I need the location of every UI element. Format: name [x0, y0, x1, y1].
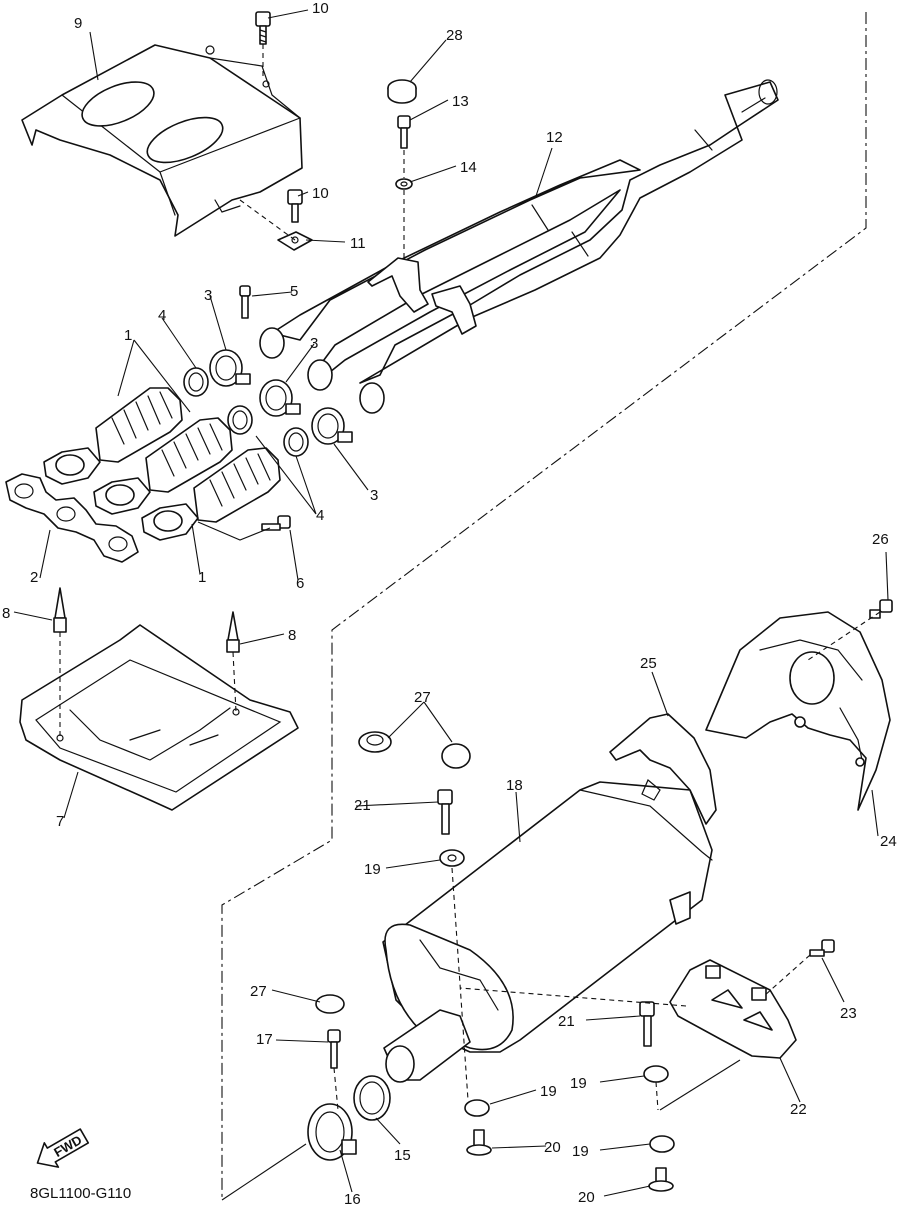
clamp-3c	[311, 407, 353, 445]
callout-11: 11	[350, 235, 366, 252]
callout-10-mid: 10	[312, 185, 329, 202]
callout-20-right: 20	[578, 1189, 595, 1206]
callout-24: 24	[880, 833, 897, 850]
callout-6: 6	[296, 575, 304, 592]
bolt-21-lower	[639, 1001, 655, 1047]
washer-19-a	[439, 849, 465, 867]
callout-12: 12	[546, 129, 563, 146]
washer-19-d	[649, 1135, 675, 1153]
callout-5: 5	[290, 283, 298, 300]
grommet-27	[358, 731, 392, 753]
bolt-23	[809, 939, 835, 957]
muffler-18	[382, 781, 713, 1083]
bolt-10-upper	[255, 11, 271, 45]
stud-20-right	[648, 1167, 674, 1192]
stud-20-left	[466, 1129, 492, 1156]
flex-joint-1-top	[43, 387, 183, 485]
callout-19-right: 19	[572, 1143, 589, 1160]
bolt-6	[261, 515, 291, 531]
callout-3-top: 3	[204, 287, 212, 304]
callout-1-top: 1	[124, 327, 132, 344]
gasket-ring-4b	[227, 405, 253, 435]
washer-19-b	[464, 1099, 490, 1117]
callout-4-bottom: 4	[316, 507, 324, 524]
bolt-13	[397, 115, 411, 149]
callout-14: 14	[460, 159, 477, 176]
clip-nut-11	[277, 231, 313, 251]
bolt-10-lower	[287, 189, 303, 223]
callout-19-upper: 19	[364, 861, 381, 878]
bolt-5	[239, 285, 251, 319]
callout-8-right: 8	[288, 627, 296, 644]
callout-9: 9	[74, 15, 82, 32]
callout-21-lower: 21	[558, 1013, 575, 1030]
clamp-3b	[259, 379, 301, 417]
callout-18: 18	[506, 777, 523, 794]
cap-27-lower	[315, 994, 345, 1014]
callout-21-upper: 21	[354, 797, 371, 814]
cap-28	[387, 79, 417, 104]
callout-8-left: 8	[2, 605, 10, 622]
clamp-16	[307, 1103, 357, 1161]
gasket-15	[353, 1075, 391, 1121]
callout-20-left: 20	[544, 1139, 561, 1156]
callout-27-lower: 27	[250, 983, 267, 1000]
flex-joint-1-middle	[93, 417, 233, 515]
exhaust-pipe-12	[259, 79, 779, 414]
callout-19-lower: 19	[540, 1083, 557, 1100]
callout-26: 26	[872, 531, 889, 548]
clamp-3a	[209, 349, 251, 387]
callout-3-mid: 3	[310, 335, 318, 352]
callout-28: 28	[446, 27, 463, 44]
rivet-8-left	[53, 587, 67, 633]
callout-4-top: 4	[158, 307, 166, 324]
washer-14	[395, 178, 413, 190]
callout-27-upper: 27	[414, 689, 431, 706]
callout-13: 13	[452, 93, 469, 110]
bolt-26	[869, 599, 893, 619]
flex-joint-1-bottom	[141, 447, 281, 541]
muffler-band-25	[609, 713, 717, 825]
callout-1-bottom: 1	[198, 569, 206, 586]
callout-15: 15	[394, 1147, 411, 1164]
callout-16: 16	[344, 1191, 361, 1206]
group-boundary-lines	[221, 12, 867, 1200]
fwd-arrow: FWD	[36, 1128, 90, 1168]
callout-23: 23	[840, 1005, 857, 1022]
callout-19-mid: 19	[570, 1075, 587, 1092]
gasket-ring-4a	[183, 367, 209, 397]
tail-cover-24	[705, 611, 891, 811]
callout-7: 7	[56, 813, 64, 830]
heat-shield-upper	[21, 44, 303, 237]
bolt-17	[327, 1029, 341, 1069]
gasket-2	[5, 473, 139, 563]
callout-22: 22	[790, 1101, 807, 1118]
callout-3-right: 3	[370, 487, 378, 504]
muffler-bracket-22	[669, 959, 797, 1059]
callout-17: 17	[256, 1031, 273, 1048]
callout-25: 25	[640, 655, 657, 672]
callout-2: 2	[30, 569, 38, 586]
diagram-code: 8GL1100-G110	[30, 1185, 131, 1202]
callout-10-top: 10	[312, 0, 329, 17]
gasket-ring-4c	[283, 427, 309, 457]
leader-lines	[13, 9, 889, 1201]
washer-19-c	[643, 1065, 669, 1083]
rivet-8-right	[226, 611, 240, 653]
bolt-21-upper	[437, 789, 453, 835]
cap-27-upper	[441, 743, 471, 769]
heat-shield-lower	[19, 624, 299, 811]
